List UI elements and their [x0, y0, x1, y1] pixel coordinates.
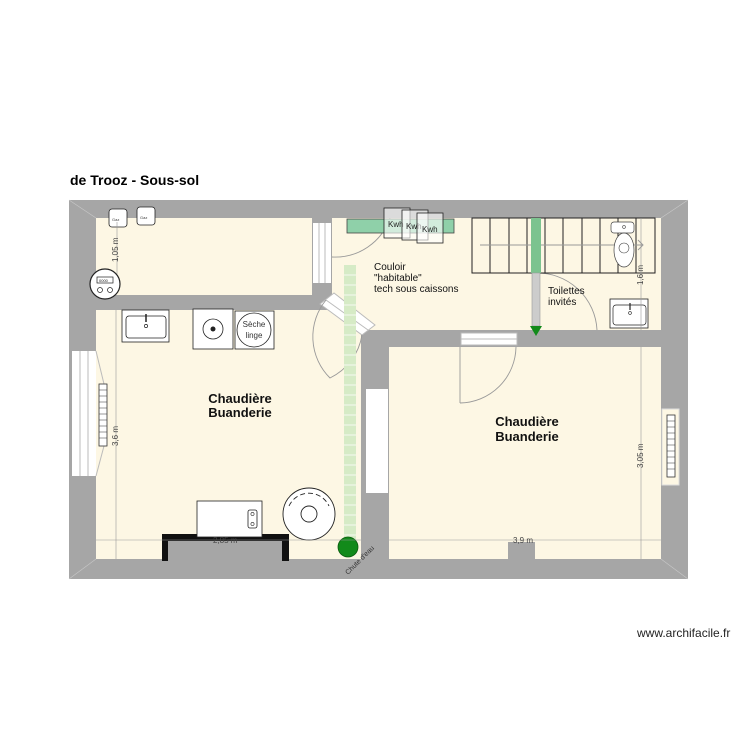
kwh-meter-3[interactable]: Kwh [416, 212, 444, 244]
radiator-left [98, 383, 108, 447]
dimension-2-85: 2,85 m [213, 536, 238, 545]
gas-meter-2[interactable]: Gaz [136, 206, 156, 226]
dimension-1-6: 1,6 m [636, 265, 645, 285]
footer-credit[interactable]: www.archifacile.fr [637, 626, 731, 640]
dimension-3-9: 3,9 m [513, 536, 533, 545]
meter-display: 0000 [99, 278, 109, 283]
door-toilet-swing [534, 272, 598, 331]
drain[interactable] [337, 536, 359, 558]
boiler[interactable] [196, 500, 263, 538]
room-top-left[interactable] [96, 218, 312, 295]
room-label: Chaudière [208, 391, 272, 406]
dimension-3-05: 3,05 m [636, 443, 645, 468]
water-tank[interactable] [282, 487, 336, 541]
window-inner [366, 389, 388, 493]
kwh-label: Kwh [388, 220, 404, 229]
room-label: tech sous caissons [374, 284, 459, 295]
counter[interactable] [162, 534, 289, 561]
pipe-stair [531, 218, 541, 273]
plan-title: de Trooz - Sous-sol [70, 172, 200, 188]
room-label: Chaudière [495, 414, 559, 429]
window-left [72, 350, 105, 477]
dimension-3-6: 3,6 m [111, 426, 120, 446]
electric-meter[interactable]: 0000 [89, 268, 121, 300]
dryer-label: Sèche [243, 320, 266, 329]
wall-stub [508, 542, 535, 562]
room-chaudiere-right[interactable] [389, 347, 661, 559]
room-label: Toilettes [548, 286, 585, 297]
dryer-label: linge [246, 331, 263, 340]
kwh-label: Kwh [422, 225, 438, 234]
room-label: "habitable" [374, 273, 422, 284]
gas-label: Gaz [140, 215, 147, 220]
gas-label: Gaz [112, 217, 119, 222]
pipe-arrow [530, 326, 542, 336]
door-right-room[interactable] [459, 332, 518, 404]
dryer[interactable]: Sèche linge [234, 310, 275, 350]
kwh-label: Kwh [406, 222, 422, 231]
dimension-lines [96, 218, 661, 559]
room-label: invités [548, 297, 576, 308]
sink-toilet[interactable] [609, 298, 649, 329]
room-label: Buanderie [495, 429, 559, 444]
toilet[interactable] [610, 221, 635, 268]
room-label: Buanderie [208, 405, 272, 420]
room-label: Couloir [374, 262, 406, 273]
window-corridor [313, 223, 331, 283]
washing-machine[interactable] [192, 308, 234, 350]
gas-meter-1[interactable]: Gaz [108, 208, 128, 228]
radiator-right [661, 408, 680, 486]
dimension-1-05: 1,05 m [111, 237, 120, 262]
sink-left[interactable] [121, 309, 170, 343]
